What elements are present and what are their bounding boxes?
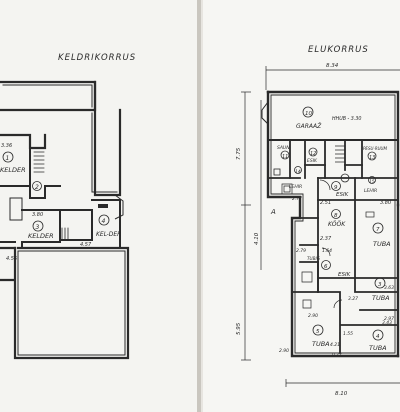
room-number: 3 bbox=[36, 224, 40, 231]
dimension-label: 4.21 bbox=[330, 342, 340, 348]
room-number: 4 bbox=[102, 218, 106, 225]
room-area: 1.64 bbox=[322, 248, 332, 254]
right-dimension-lines bbox=[241, 66, 400, 387]
dimension-label: 8.10 bbox=[335, 391, 348, 397]
room-label: TUBA bbox=[372, 294, 390, 302]
room-number: 4 bbox=[376, 334, 380, 340]
dimension-label: 4.10 bbox=[254, 232, 260, 245]
dimension-label: 4.55 bbox=[6, 256, 17, 262]
right-fixtures bbox=[281, 145, 375, 309]
room-label: PESU-RUUM bbox=[363, 146, 387, 151]
left-plan-title: KELDRIKORRUS bbox=[58, 53, 136, 63]
dimension-label: 2.79 bbox=[296, 248, 306, 254]
room-area: 2.90 bbox=[308, 313, 318, 319]
room-number-circle bbox=[98, 214, 110, 226]
room-label: ESIK bbox=[307, 158, 318, 164]
garage-bay bbox=[261, 100, 269, 126]
room-number: 13 bbox=[369, 155, 375, 161]
room-area: 3.43 bbox=[382, 320, 392, 326]
room-label: ESIK bbox=[338, 272, 351, 278]
room-number: 5 bbox=[316, 329, 320, 335]
left-window-mark bbox=[98, 204, 108, 208]
room-label: GARAAŽ bbox=[296, 122, 322, 130]
dimension-label: 5.95 bbox=[236, 322, 242, 335]
room-number: 10 bbox=[305, 111, 312, 117]
room-label: TUBIG bbox=[307, 256, 321, 261]
room-number: 2 bbox=[35, 184, 39, 191]
room-label: ESIK bbox=[336, 192, 349, 198]
room-number: 11 bbox=[282, 154, 288, 160]
room-label: KELDER bbox=[28, 232, 54, 240]
dimension-label: 1.55 bbox=[343, 331, 353, 337]
dimension-label: 2.97 bbox=[384, 316, 394, 322]
dimension-label: 8.34 bbox=[326, 63, 339, 69]
room-area: 3.63 bbox=[384, 285, 394, 291]
room-number: 9 bbox=[334, 185, 338, 191]
right-paper bbox=[203, 0, 400, 412]
dimension-label: 2.90 bbox=[279, 348, 289, 354]
left-plan-walls bbox=[0, 80, 130, 360]
room-label: KEL-DER bbox=[96, 231, 121, 238]
room-label: LEHIR bbox=[364, 188, 377, 194]
room-number: 15 bbox=[369, 179, 375, 185]
room-area: 3.36 bbox=[1, 143, 12, 149]
room-number-circle bbox=[2, 151, 14, 163]
room-number: 7 bbox=[376, 227, 380, 233]
room-number: 8 bbox=[334, 213, 338, 219]
right-plan-title: ELUKORRUS bbox=[308, 45, 369, 55]
room-label: SAUN bbox=[277, 145, 290, 151]
room-label: TUBA bbox=[312, 340, 330, 348]
room-label: TUBA bbox=[373, 240, 391, 248]
room-number-circle bbox=[32, 220, 44, 232]
room-area: 2.51 bbox=[320, 200, 331, 206]
room-label: HHUB - 3.30 bbox=[332, 116, 361, 122]
dimension-label: 7.75 bbox=[236, 147, 242, 160]
left-window-bay bbox=[114, 194, 124, 220]
dimension-label: 0.77 bbox=[332, 352, 342, 358]
room-number-circle bbox=[32, 181, 42, 191]
room-number: 14 bbox=[295, 169, 301, 175]
room-area: 3.80 bbox=[32, 212, 43, 218]
room-label: KÖÖK bbox=[328, 221, 346, 228]
room-label: KELDER bbox=[0, 166, 26, 174]
room-area: 2.37 bbox=[320, 236, 332, 242]
room-label: TUBA bbox=[369, 344, 387, 352]
dimension-label: 2.77 bbox=[292, 196, 302, 202]
fixture-square bbox=[273, 168, 281, 176]
room-area: 3.80 bbox=[380, 200, 391, 206]
section-marker: A bbox=[270, 208, 276, 216]
room-number: 12 bbox=[310, 151, 316, 157]
dimension-label: 4.57 bbox=[80, 242, 92, 248]
room-label: LEHIR bbox=[289, 184, 302, 190]
room-circles bbox=[280, 106, 386, 341]
room-number: 1 bbox=[6, 155, 10, 162]
right-plan-walls bbox=[266, 90, 400, 358]
dimension-label: 3.27 bbox=[348, 296, 358, 302]
room-number: 6 bbox=[324, 264, 328, 270]
room-number: 3 bbox=[378, 282, 382, 288]
